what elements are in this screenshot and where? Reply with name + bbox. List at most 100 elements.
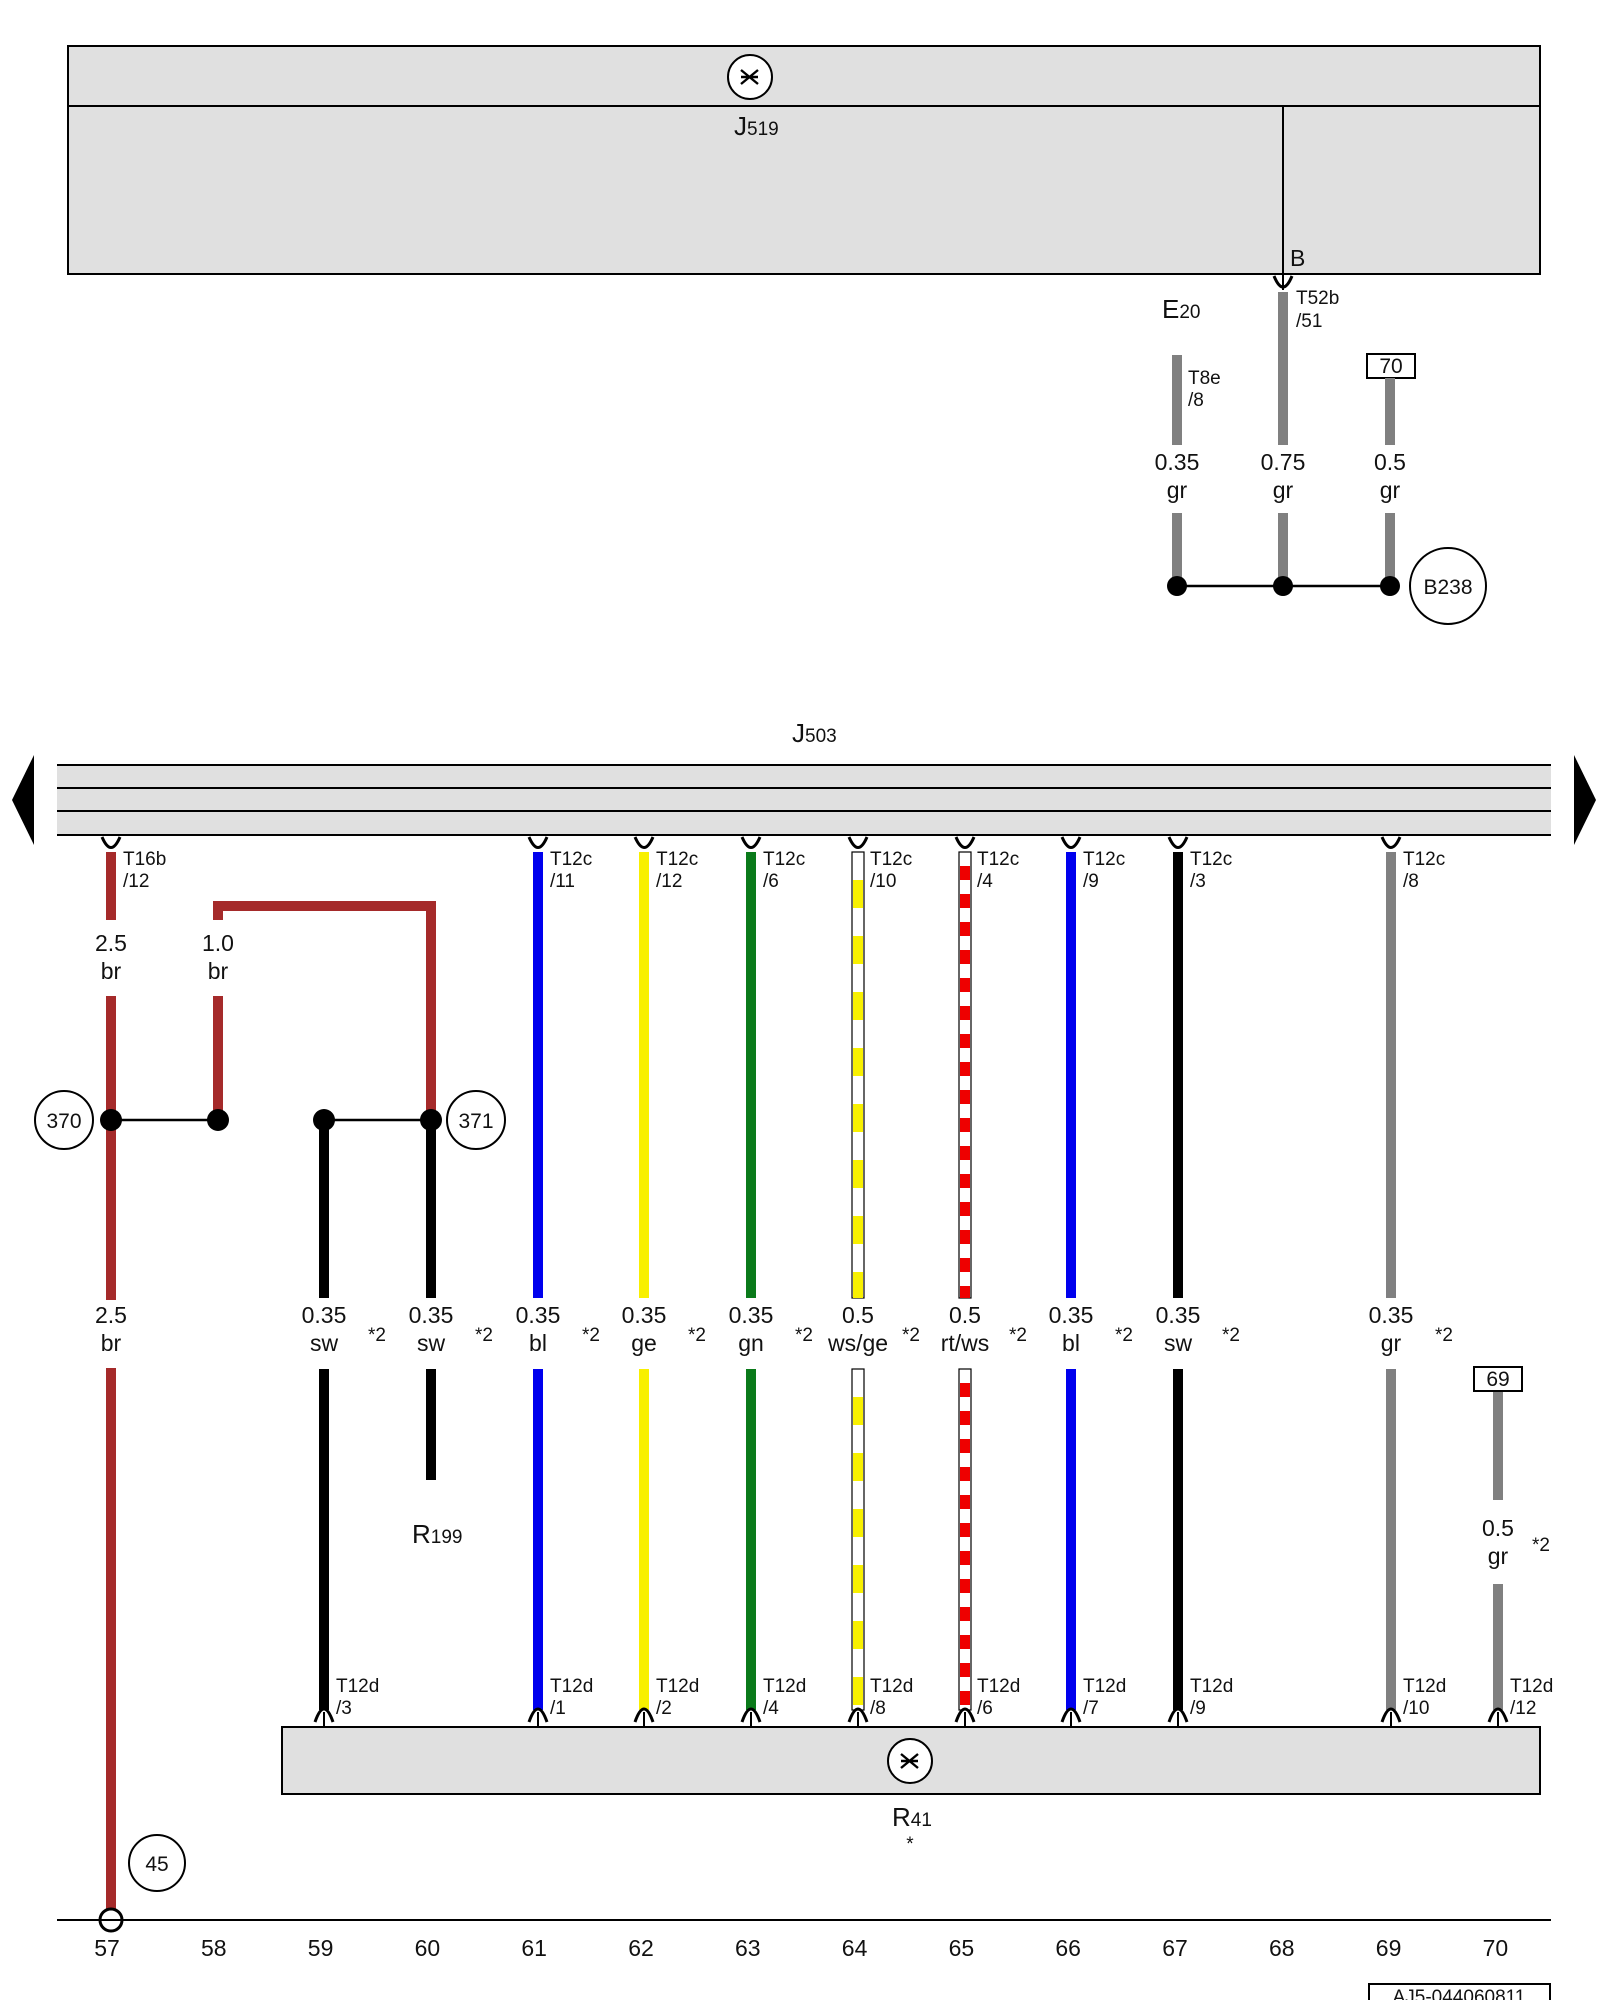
bottom-connector-pin: /4 [763,1698,779,1719]
wire-color: rt/ws [941,1330,990,1356]
t8e-connector-label: T8e [1188,368,1221,389]
wire-segment-stripe [960,922,970,936]
wire-size: 0.35 [1369,1302,1414,1328]
wire-footnote: *2 [1532,1535,1550,1556]
top-connector-label: T12c [656,849,698,870]
wire-segment-stripe [960,866,970,880]
connection-370-circle [34,1090,94,1150]
r199-label: R199 [412,1519,462,1549]
connector-socket-icon [1060,836,1082,849]
bottom-connector-pin: /1 [550,1698,566,1719]
top-connector-pin: /12 [656,871,682,892]
connector-pin-icon [527,1707,549,1723]
ref-box-69-frame [1473,1366,1523,1392]
wire-footnote: *2 [1435,1325,1453,1346]
j503-housing [57,765,1551,835]
j519-label: J519 [734,111,779,141]
top-wire-3-size: 0.5 [1374,449,1406,475]
bottom-connector-pin: /6 [977,1698,993,1719]
junction-dot [1380,576,1400,596]
track-number: 67 [1162,1935,1188,1961]
bottom-connector-label: T12d [1190,1676,1233,1697]
track-number: 69 [1376,1935,1402,1961]
connection-45-circle [128,1834,186,1892]
ref-box-69: 69 [1473,1366,1523,1392]
wire-footnote: *2 [795,1325,813,1346]
track-number: 68 [1269,1935,1295,1961]
wire-color: ws/ge [827,1330,888,1356]
connector-pin-icon [847,1707,869,1723]
drawing-id-label: AJ5-044060811 [1393,1987,1526,2000]
connection-371-circle [446,1090,506,1150]
wire-58-60-jumper [213,901,436,1120]
left-continuation-arrow-icon [12,755,34,845]
connector-socket-icon [847,836,869,849]
wire-57-upper-color: br [101,958,122,984]
junction-dot [1167,576,1187,596]
connector-pin-icon [1060,1707,1082,1723]
junction-dot [100,1109,122,1131]
right-continuation-arrow-icon [1574,755,1596,845]
wire-size: 0.5 [1482,1515,1514,1541]
b238-label: B238 [1423,576,1472,599]
t52b-connector-label: T52b [1296,288,1339,309]
track-number: 64 [842,1935,868,1961]
connector-pin-icon [954,1707,976,1723]
wire-segment-stripe [960,1230,970,1244]
top-connector-pin: /11 [550,871,575,892]
wire-segment-stripe [960,1607,970,1621]
wire-segment-stripe [960,978,970,992]
top-connector-pin: /3 [1190,871,1206,892]
e20-label: E20 [1162,294,1200,324]
track-number: 62 [628,1935,654,1961]
top-wire-1-color: gr [1167,477,1188,503]
top-connector-label: T12c [550,849,592,870]
bottom-connector-pin: /2 [656,1698,672,1719]
wire-size: 0.35 [1156,1302,1201,1328]
track-number: 60 [415,1935,441,1961]
wire-footnote: *2 [1222,1325,1240,1346]
wire-57-lower-color: br [101,1330,122,1356]
track-number: 63 [735,1935,761,1961]
bottom-connector-pin: /8 [870,1698,886,1719]
wire-size: 0.35 [729,1302,774,1328]
top-wire-3-color: gr [1380,477,1401,503]
wire-57-upper-size: 2.5 [95,930,127,956]
wire-size: 0.5 [949,1302,981,1328]
top-connector-pin: /8 [1403,871,1419,892]
r41-control-unit-icon [887,1738,933,1784]
top-connector-label: T12c [870,849,912,870]
track-number: 61 [521,1935,547,1961]
drawing-id-box: AJ5-044060811 [1368,1983,1551,2000]
bottom-connector-label: T12d [763,1676,806,1697]
wire-segment-stripe [853,1453,863,1481]
connector-socket-icon [1380,836,1402,849]
wire-segment-stripe [960,894,970,908]
wire-segment-stripe [853,1397,863,1425]
bottom-connector-pin: /10 [1403,1698,1429,1719]
wire-segment-stripe [853,1104,863,1132]
wire-segment-stripe [960,1579,970,1593]
j503-label: J503 [792,718,837,748]
wire-segment-stripe [960,950,970,964]
track-number: 57 [94,1935,120,1961]
wire-segment-stripe [853,1216,863,1244]
wire-color: gr [1488,1543,1509,1569]
wire-color: sw [417,1330,446,1356]
wire-segment-stripe [960,1635,970,1649]
track-number: 70 [1483,1935,1509,1961]
wire-segment-stripe [960,1174,970,1188]
top-connector-pin: /6 [763,871,779,892]
wire-color: ge [631,1330,657,1356]
bottom-connector-label: T12d [656,1676,699,1697]
connector-pin-icon [1380,1707,1402,1723]
junction-dot [1273,576,1293,596]
